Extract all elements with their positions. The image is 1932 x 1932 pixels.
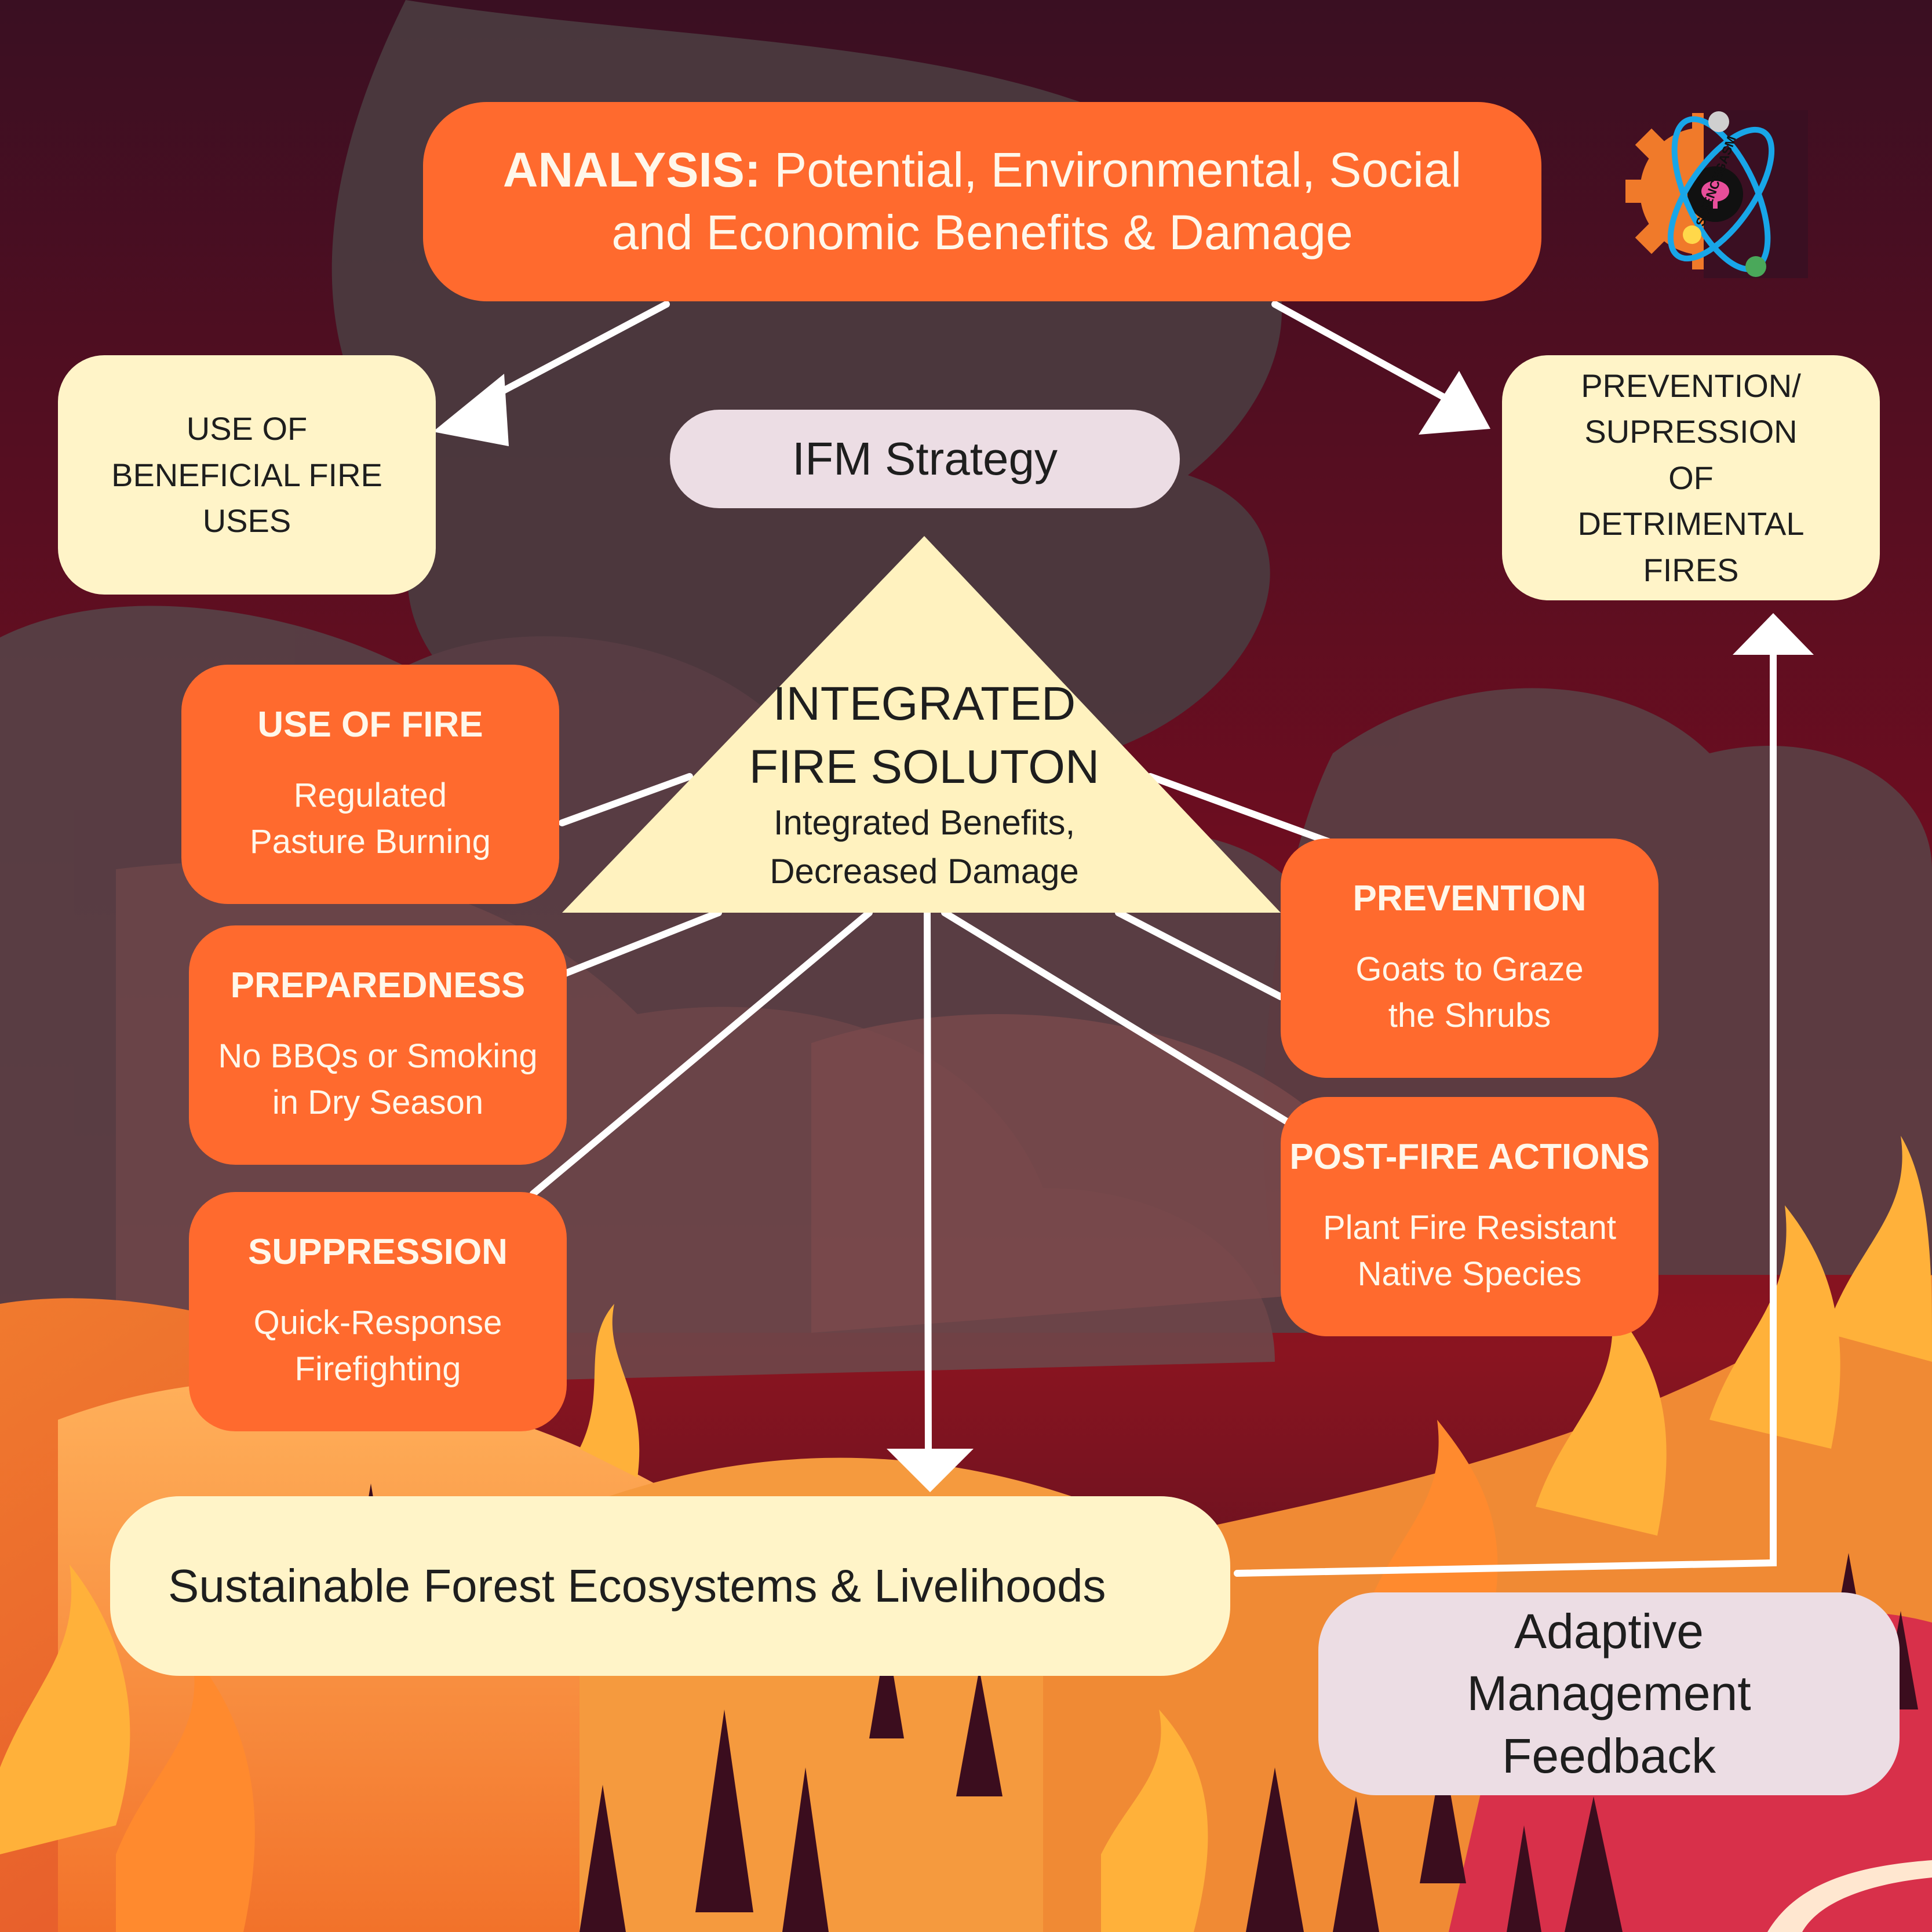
arrowhead-outcome (887, 1449, 974, 1492)
preparedness-line-1: No BBQs or Smoking (218, 1037, 538, 1075)
preparedness-box: PREPAREDNESS No BBQs or Smoking in Dry S… (189, 925, 567, 1165)
integrated-body: Integrated Benefits, Decreased Damage (770, 799, 1079, 896)
post-fire-actions-box: POST-FIRE ACTIONS Plant Fire Resistant N… (1281, 1097, 1658, 1336)
suppression-box: SUPPRESSION Quick-Response Firefighting (189, 1192, 567, 1431)
arrow-feedback-loop (1234, 646, 1777, 1577)
arrowhead-prevention (1419, 371, 1490, 435)
use-of-fire-line-1: Regulated (293, 776, 447, 814)
integrated-body-line-1: Integrated Benefits, (773, 803, 1076, 843)
arrow-triangle-to-outcome (924, 909, 932, 1458)
post-fire-line-2: Native Species (1357, 1255, 1582, 1293)
integrated-solution-text: INTEGRATED FIRE SOLUTON Integrated Benef… (690, 672, 1159, 904)
integrated-body-line-2: Decreased Damage (770, 852, 1079, 891)
feedback-line-1: Adaptive (1514, 1603, 1704, 1658)
sun-icon (1683, 225, 1701, 244)
feedback-line-2: Management (1467, 1666, 1751, 1721)
prevention-top-line-2: SUPRESSION (1584, 413, 1798, 450)
prevention-suppression-text: PREVENTION/ SUPRESSION OF DETRIMENTAL FI… (1578, 363, 1805, 593)
ifm-strategy-label: IFM Strategy (792, 433, 1058, 484)
arrow-analysis-to-prevention (1271, 301, 1452, 403)
prevention-line-1: Goats to Graze (1355, 950, 1584, 988)
use-of-fire-title: USE OF FIRE (257, 705, 483, 745)
link-triangle-preparedness (562, 909, 722, 977)
prevention-top-line-3: OF (1668, 459, 1714, 496)
link-triangle-prevention (1147, 773, 1336, 847)
suppression-line-1: Quick-Response (253, 1303, 502, 1342)
arrowhead-feedback (1733, 613, 1814, 655)
triangle (562, 536, 1281, 913)
analysis-line-1: ANALYSIS: Potential, Environmental, Soci… (503, 139, 1461, 202)
post-fire-body: Plant Fire Resistant Native Species (1323, 1205, 1616, 1297)
post-fire-line-1: Plant Fire Resistant (1322, 1208, 1617, 1246)
prevention-line-2: the Shrubs (1388, 996, 1551, 1034)
analysis-box: ANALYSIS: Potential, Environmental, Soci… (423, 102, 1541, 301)
use-of-fire-box: USE OF FIRE Regulated Pasture Burning (181, 665, 559, 904)
link-triangle-suppression (530, 909, 873, 1197)
flames (0, 1136, 1932, 1932)
preparedness-line-2: in Dry Season (272, 1083, 484, 1121)
suppression-title: SUPPRESSION (248, 1232, 508, 1273)
link-triangle-post-fire (941, 909, 1290, 1125)
integrated-title: INTEGRATED FIRE SOLUTON (749, 672, 1099, 799)
prevention-box: PREVENTION Goats to Graze the Shrubs (1281, 839, 1658, 1078)
link-triangle-use-of-fire (559, 773, 693, 826)
prevention-suppression-box: PREVENTION/ SUPRESSION OF DETRIMENTAL FI… (1502, 355, 1880, 600)
adaptive-feedback-box: Adaptive Management Feedback (1318, 1592, 1900, 1795)
adaptive-feedback-text: Adaptive Management Feedback (1467, 1601, 1751, 1788)
beneficial-line-2: BENEFICIAL FIRE (111, 456, 382, 493)
outcome-box: Sustainable Forest Ecosystems & Liveliho… (110, 1496, 1230, 1676)
use-of-fire-body: Regulated Pasture Burning (250, 772, 491, 865)
preparedness-body: No BBQs or Smoking in Dry Season (218, 1033, 537, 1126)
beneficial-fire-text: USE OF BENEFICIAL FIRE USES (111, 406, 382, 544)
beneficial-line-1: USE OF (186, 410, 308, 447)
analysis-text: ANALYSIS: Potential, Environmental, Soci… (503, 139, 1461, 264)
ifm-strategy-box: IFM Strategy (670, 410, 1180, 508)
sciencegasm-logo: SCIENCEGASM (1625, 110, 1808, 278)
integrated-title-line-2: FIRE SOLUTON (749, 741, 1100, 794)
earth-icon (1745, 256, 1766, 277)
analysis-line-1-rest: Potential, Environmental, Social (774, 143, 1462, 198)
arrow-analysis-to-beneficial (472, 301, 670, 409)
suppression-line-2: Firefighting (294, 1350, 461, 1388)
brain-icon (1701, 181, 1729, 209)
feedback-line-3: Feedback (1502, 1728, 1716, 1783)
analysis-heading: ANALYSIS: (502, 143, 761, 198)
suppression-body: Quick-Response Firefighting (254, 1300, 502, 1393)
link-triangle-prevention-lower (1115, 909, 1284, 1000)
prevention-top-line-4: DETRIMENTAL (1577, 505, 1805, 542)
analysis-line-2: and Economic Benefits & Damage (611, 205, 1353, 260)
prevention-body: Goats to Graze the Shrubs (1355, 946, 1583, 1039)
outcome-label: Sustainable Forest Ecosystems & Liveliho… (168, 1560, 1106, 1612)
post-fire-title: POST-FIRE ACTIONS (1289, 1137, 1650, 1178)
prevention-top-line-1: PREVENTION/ (1581, 367, 1801, 404)
beneficial-fire-box: USE OF BENEFICIAL FIRE USES (58, 355, 436, 595)
integrated-title-line-1: INTEGRATED (772, 677, 1076, 730)
preparedness-title: PREPAREDNESS (230, 965, 526, 1006)
prevention-top-line-5: FIRES (1643, 551, 1739, 588)
use-of-fire-line-2: Pasture Burning (250, 822, 491, 861)
beneficial-line-3: USES (202, 502, 291, 539)
moon-icon (1708, 111, 1729, 132)
arrowhead-beneficial (433, 374, 509, 446)
prevention-title: PREVENTION (1353, 878, 1587, 919)
